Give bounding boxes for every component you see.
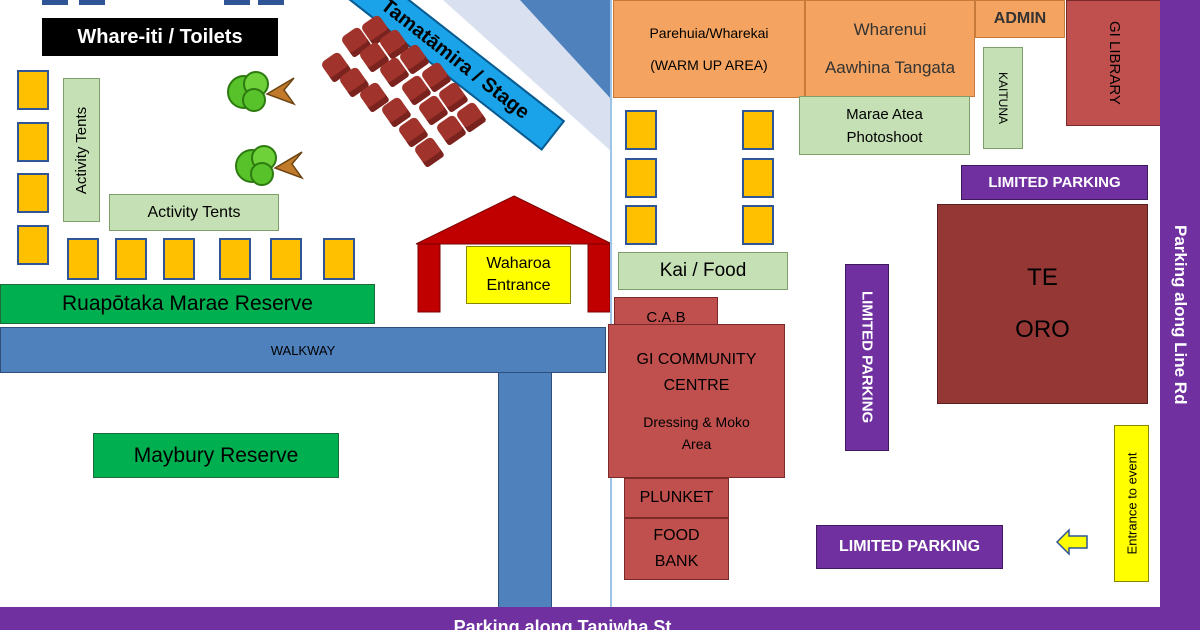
stall <box>67 238 99 280</box>
walkway-branch <box>498 372 552 610</box>
stall <box>742 158 774 198</box>
stall <box>17 225 49 265</box>
stall <box>625 110 657 150</box>
entrance-to-event: Entrance to event <box>1114 425 1149 582</box>
te-oro: TE ORO <box>937 204 1148 404</box>
food-bank: FOOD BANK <box>624 518 729 580</box>
gi-library: GI LIBRARY <box>1066 0 1163 126</box>
tree-icon <box>227 71 297 112</box>
limited-parking-top: LIMITED PARKING <box>961 165 1148 200</box>
plunket: PLUNKET <box>624 478 729 518</box>
kai-food: Kai / Food <box>618 252 788 290</box>
waharoa-entrance: Waharoa Entrance <box>466 246 571 304</box>
arrow-left-icon <box>1055 528 1088 556</box>
stall <box>270 238 302 280</box>
stall <box>17 122 49 162</box>
top-tab <box>258 0 284 5</box>
walkway: WALKWAY <box>0 327 606 373</box>
maybury-reserve: Maybury Reserve <box>93 433 339 478</box>
stall <box>625 205 657 245</box>
stall <box>219 238 251 280</box>
gi-community-centre: GI COMMUNITY CENTRE Dressing & Moko Area <box>608 324 785 478</box>
toilets-label: Whare-iti / Toilets <box>42 18 278 56</box>
marae-atea-photoshoot: Marae Atea Photoshoot <box>799 96 970 155</box>
stall <box>17 70 49 110</box>
wharenui: Wharenui Aawhina Tangata <box>805 0 975 97</box>
limited-parking-bottom: LIMITED PARKING <box>816 525 1003 569</box>
stall <box>17 173 49 213</box>
parking-line-rd: Parking along Line Rd <box>1160 0 1200 630</box>
tree-icon <box>235 145 305 186</box>
limited-parking-vertical: LIMITED PARKING <box>845 264 889 451</box>
activity-tents-horizontal: Activity Tents <box>109 194 279 231</box>
stall <box>625 158 657 198</box>
marae-reserve: Ruapōtaka Marae Reserve <box>0 284 375 324</box>
stall <box>323 238 355 280</box>
stall <box>115 238 147 280</box>
parking-taniwha-st: Parking along Taniwha St <box>0 607 1200 630</box>
top-tab <box>79 0 105 5</box>
kaituna: KAITUNA <box>983 47 1023 149</box>
divider-line <box>610 0 612 610</box>
activity-tents-vertical: Activity Tents <box>63 78 100 222</box>
stall <box>742 110 774 150</box>
top-tab <box>42 0 68 5</box>
admin: ADMIN <box>975 0 1065 38</box>
parehuia-wharekai: Parehuia/Wharekai (WARM UP AREA) <box>613 0 805 98</box>
stall <box>742 205 774 245</box>
waharoa-gateway <box>415 195 613 313</box>
stall <box>163 238 195 280</box>
top-tab <box>224 0 250 5</box>
